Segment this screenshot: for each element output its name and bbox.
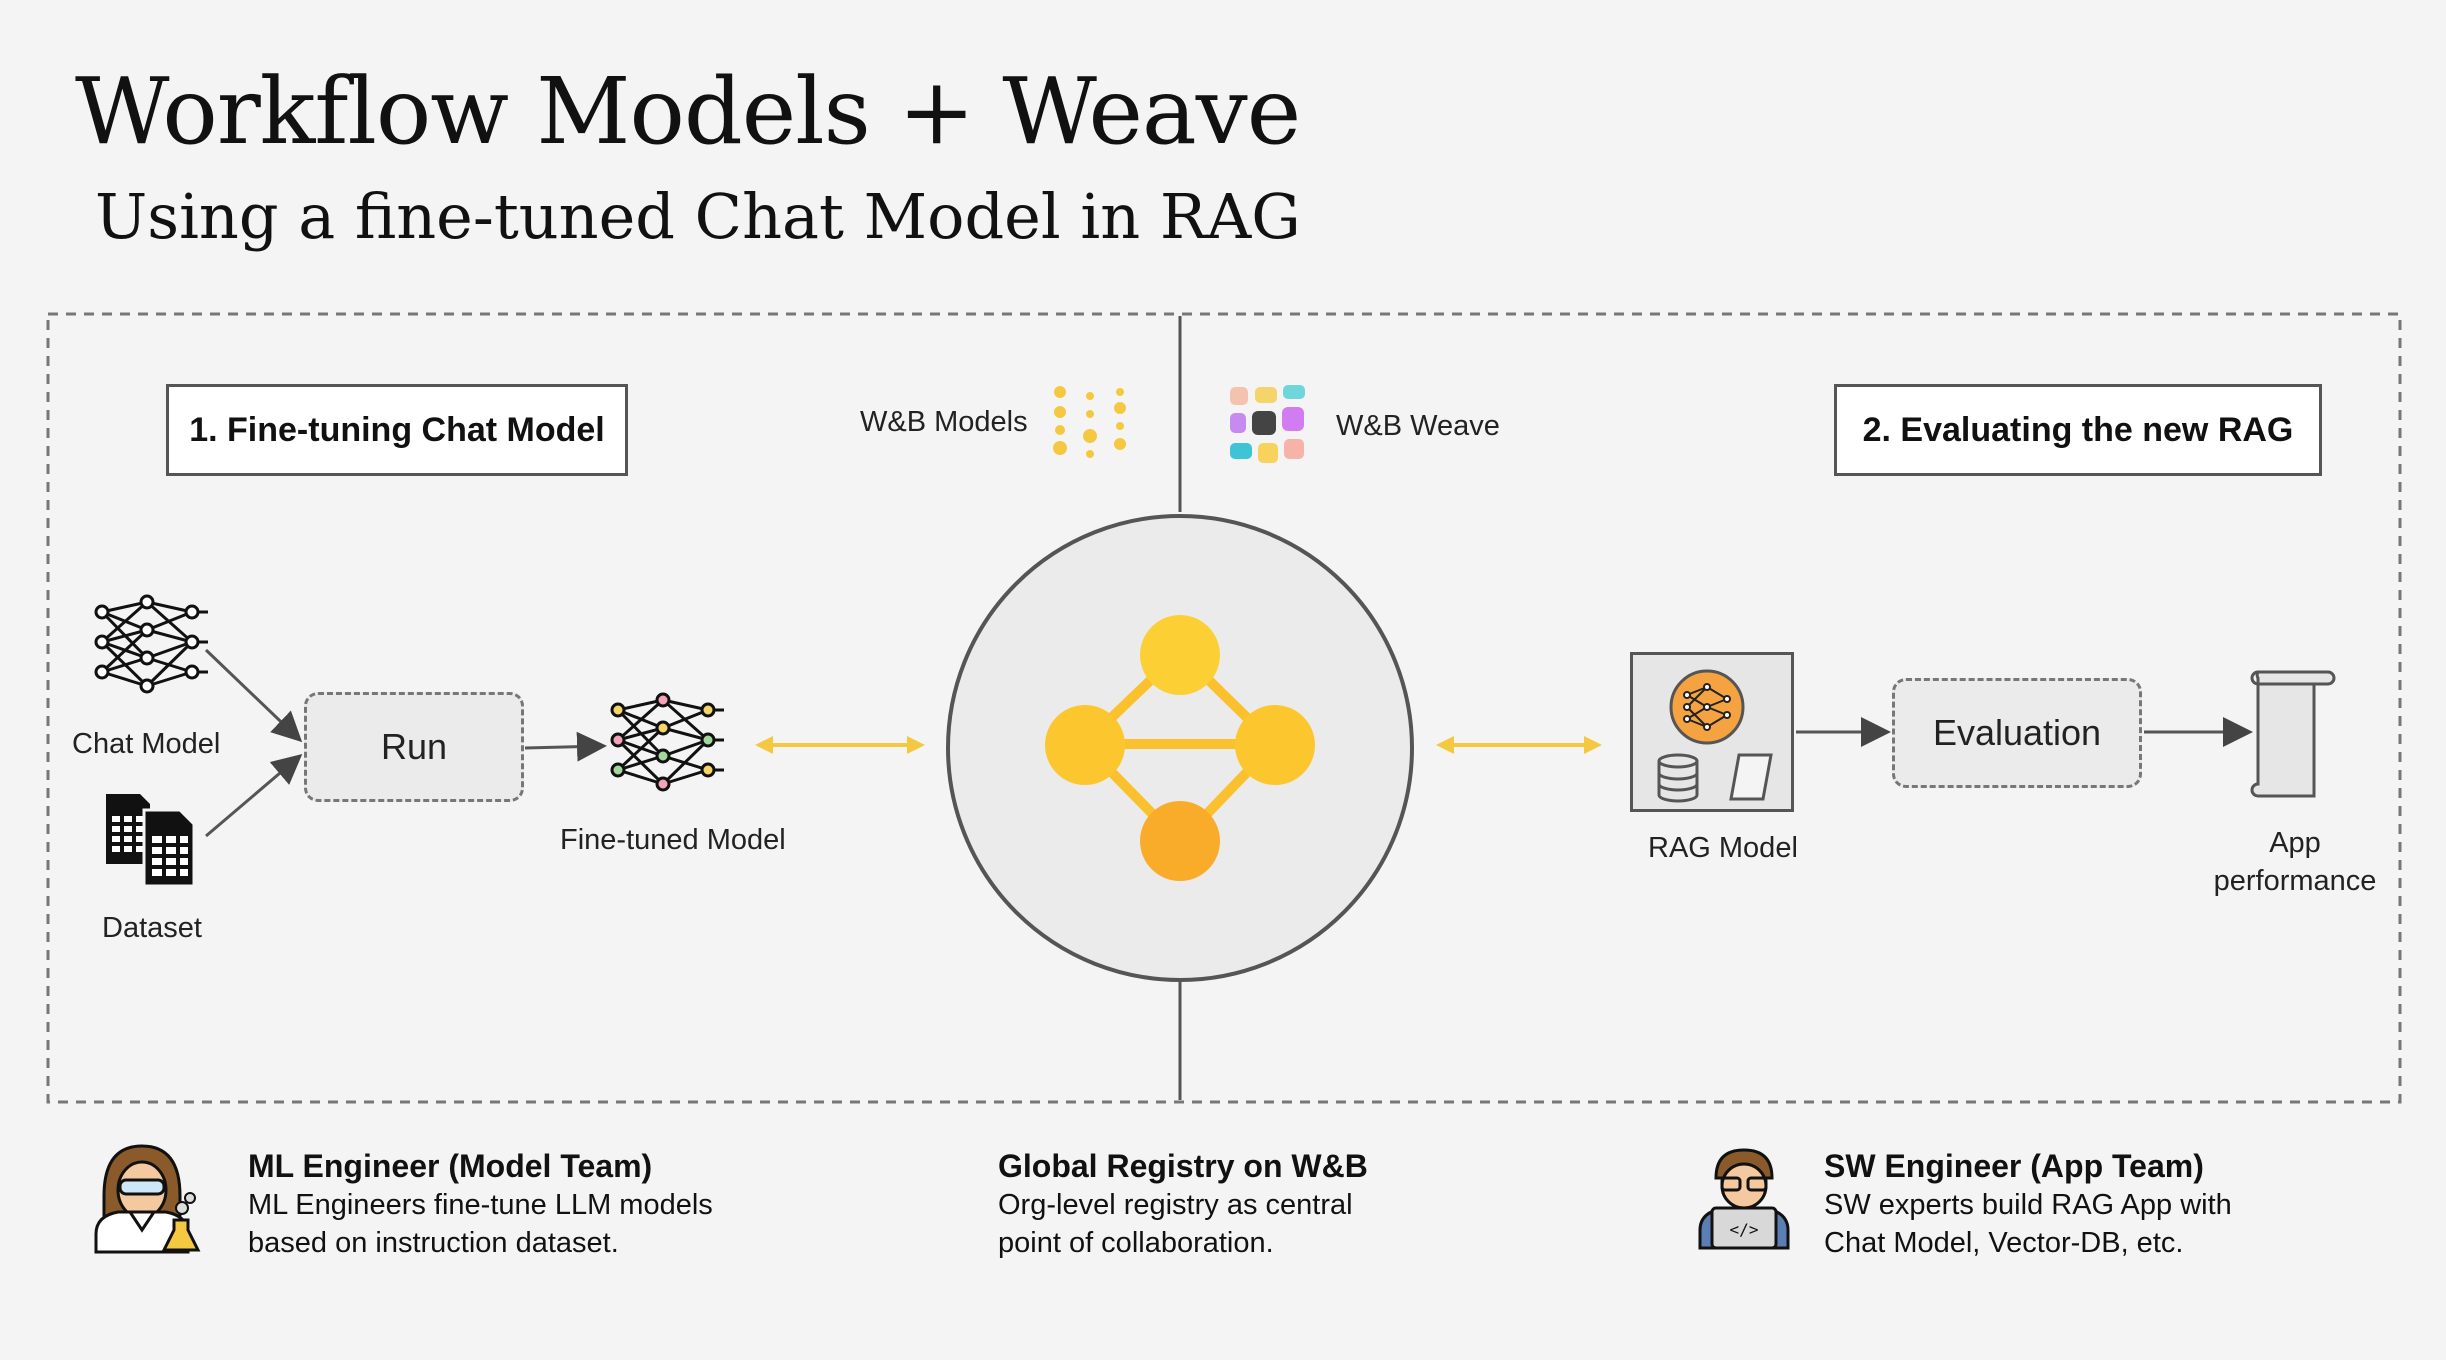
role-sw-engineer-desc-line1: SW experts build RAG App with	[1824, 1189, 2232, 1221]
role-sw-engineer-desc: SW experts build RAG App with Chat Model…	[1824, 1186, 2232, 1262]
global-registry-hub	[946, 514, 1414, 982]
role-ml-engineer-desc-line2: based on instruction dataset.	[248, 1227, 619, 1259]
role-sw-engineer-title: SW Engineer (App Team)	[1824, 1148, 2204, 1184]
role-registry-desc-line1: Org-level registry as central	[998, 1189, 1353, 1221]
role-registry-desc-line2: point of collaboration.	[998, 1227, 1274, 1259]
evaluation-process-box: Evaluation	[1892, 678, 2142, 788]
svg-text:</>: </>	[1730, 1220, 1759, 1239]
page-title: Workflow Models + Weave	[75, 58, 1301, 165]
models-registry-link-arrow	[755, 736, 925, 754]
wandb-models-logo-icon	[1053, 386, 1126, 458]
report-scroll-icon	[2250, 670, 2336, 798]
document-icon	[1729, 753, 1773, 801]
wandb-models-label: W&B Models	[860, 406, 1028, 438]
wandb-weave-label: W&B Weave	[1336, 410, 1500, 442]
vector-db-icon	[1657, 753, 1699, 803]
role-ml-engineer-desc-line1: ML Engineers fine-tune LLM models	[248, 1189, 713, 1221]
stage-evaluating-box: 2. Evaluating the new RAG	[1834, 384, 2322, 476]
weave-registry-link-arrow	[1436, 736, 1602, 754]
app-performance-line1: App	[2269, 827, 2321, 859]
rag-network-icon	[1669, 669, 1745, 745]
role-ml-engineer-desc: ML Engineers fine-tune LLM models based …	[248, 1186, 713, 1262]
stage-finetuning-box: 1. Fine-tuning Chat Model	[166, 384, 628, 476]
ml-engineer-avatar-icon	[94, 1144, 201, 1254]
finetuned-model-label: Fine-tuned Model	[560, 824, 786, 856]
role-registry-title: Global Registry on W&B	[998, 1148, 1368, 1184]
rag-model-label: RAG Model	[1648, 832, 1798, 864]
role-ml-engineer-title: ML Engineer (Model Team)	[248, 1148, 653, 1184]
wandb-weave-logo-icon	[1230, 385, 1305, 463]
role-registry-desc: Org-level registry as central point of c…	[998, 1186, 1353, 1262]
dataset-label: Dataset	[102, 912, 202, 944]
run-process-box: Run	[304, 692, 524, 802]
sw-engineer-avatar-icon: </>	[1698, 1148, 1790, 1250]
finetuned-model-network-icon	[610, 692, 724, 792]
dataset-spreadsheet-icon	[106, 794, 196, 888]
role-sw-engineer-desc-line2: Chat Model, Vector-DB, etc.	[1824, 1227, 2184, 1259]
app-performance-line2: performance	[2213, 865, 2377, 897]
page-subtitle: Using a fine-tuned Chat Model in RAG	[95, 180, 1301, 253]
rag-model-box	[1630, 652, 1794, 812]
chat-model-network-icon	[94, 594, 208, 694]
app-performance-label: App performance	[2207, 824, 2383, 900]
chat-model-label: Chat Model	[72, 728, 221, 760]
